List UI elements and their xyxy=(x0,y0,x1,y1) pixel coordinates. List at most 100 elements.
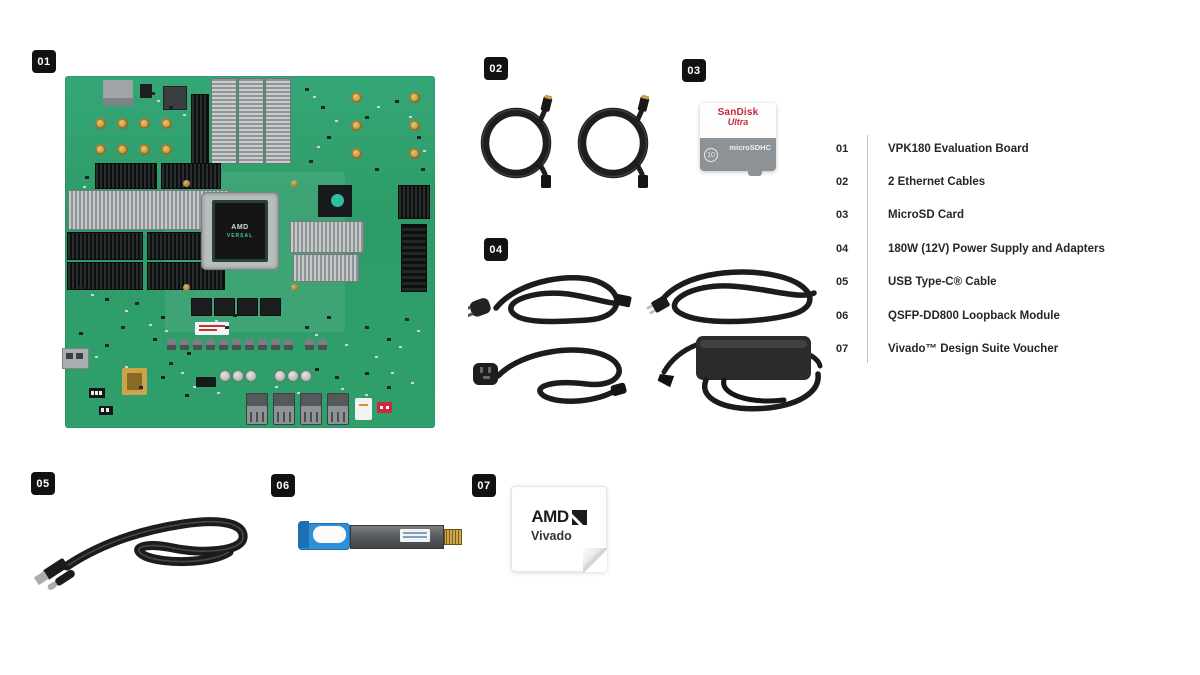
mosfet xyxy=(271,339,280,350)
dip-switch xyxy=(99,406,113,415)
item-badge-01: 01 xyxy=(32,50,56,73)
ethernet-cable-1 xyxy=(480,94,553,188)
sma-connector xyxy=(409,92,420,103)
versal-die: AMD VERSAL xyxy=(212,200,268,262)
ddr-chip xyxy=(191,298,212,316)
legend-row-05: 05 USB Type-C® Cable xyxy=(836,266,1176,299)
mosfet xyxy=(245,339,254,350)
dip-ic xyxy=(196,377,216,387)
legend-row-07: 07 Vivado™ Design Suite Voucher xyxy=(836,332,1176,365)
chip-brand-text: AMD xyxy=(231,223,249,231)
capacitor xyxy=(275,371,285,381)
mounting-hole xyxy=(183,284,190,291)
legend-row-06: 06 QSFP-DD800 Loopback Module xyxy=(836,299,1176,332)
pmod-connector xyxy=(327,393,349,425)
ddr-chip xyxy=(260,298,281,316)
vivado-product-text: Vivado xyxy=(531,529,572,543)
sma-connector xyxy=(161,144,172,155)
microsd-card-photo: SanDisk Ultra 10 microSDHC xyxy=(700,103,776,176)
sma-connector xyxy=(139,144,150,155)
item-badge-02: 02 xyxy=(484,57,508,80)
qsfp-cage-1 xyxy=(211,78,237,164)
power-brick xyxy=(657,336,823,412)
qsfp-label-window xyxy=(313,526,346,543)
amd-logo: AMD xyxy=(531,507,587,527)
mosfet xyxy=(232,339,241,350)
sma-connector xyxy=(409,120,420,131)
qsfp-cage-3 xyxy=(265,78,291,164)
mosfet xyxy=(318,339,327,350)
ethernet-cables-photo xyxy=(476,94,666,195)
qsfp-pull-tab xyxy=(298,521,309,548)
legend-num: 04 xyxy=(836,242,849,255)
smd-components-light xyxy=(65,76,68,78)
legend-num: 01 xyxy=(836,142,849,155)
capacitor xyxy=(288,371,298,381)
item-badge-07: 07 xyxy=(472,474,496,497)
mosfet xyxy=(219,339,228,350)
pmod-connector xyxy=(273,393,295,425)
dip-switch xyxy=(89,388,105,398)
legend-label: MicroSD Card xyxy=(888,209,965,222)
heatsink-black xyxy=(161,163,221,189)
heatsink-silver xyxy=(290,221,364,253)
right-connector xyxy=(398,185,430,219)
mosfet xyxy=(167,339,176,350)
mosfet xyxy=(284,339,293,350)
legend-label: VPK180 Evaluation Board xyxy=(888,142,1029,155)
sma-connector xyxy=(351,92,362,103)
mosfet xyxy=(258,339,267,350)
legend-num: 03 xyxy=(836,209,849,222)
gold-chip xyxy=(122,368,147,395)
sma-connector xyxy=(95,144,106,155)
amd-arrow-icon xyxy=(571,509,587,525)
legend-num: 05 xyxy=(836,276,849,289)
white-component xyxy=(355,398,372,420)
teal-button xyxy=(331,194,344,207)
power-jack xyxy=(140,84,152,98)
vpk180-board-photo: AMD VERSAL xyxy=(62,76,435,428)
sd-speed-class: 10 xyxy=(704,148,718,162)
sma-connector xyxy=(139,118,150,129)
legend-label: QSFP-DD800 Loopback Module xyxy=(888,309,1060,322)
pmod-connector xyxy=(246,393,268,425)
vivado-voucher-photo: AMD Vivado xyxy=(511,486,607,572)
legend-label: 180W (12V) Power Supply and Adapters xyxy=(888,242,1105,255)
versal-chip: AMD VERSAL xyxy=(202,193,278,269)
mounting-hole xyxy=(183,180,190,187)
sd-body: 10 microSDHC xyxy=(700,138,776,171)
heatsink-silver xyxy=(293,254,359,282)
sd-logo-text: microSDHC xyxy=(729,143,771,152)
legend-row-01: 01 VPK180 Evaluation Board xyxy=(836,132,1176,165)
qsfp-cage-2 xyxy=(238,78,264,164)
capacitor xyxy=(233,371,243,381)
sma-connector xyxy=(95,118,106,129)
ddr-chip xyxy=(237,298,258,316)
usb-connectors xyxy=(33,558,75,590)
sma-connector xyxy=(161,118,172,129)
qsfp-loopback-photo xyxy=(298,521,468,552)
sd-label-area: SanDisk Ultra xyxy=(700,103,776,138)
item-badge-03: 03 xyxy=(682,59,706,82)
mosfet xyxy=(180,339,189,350)
sd-brand-text: SanDisk xyxy=(717,107,759,118)
mosfet xyxy=(305,339,314,350)
legend-divider xyxy=(867,135,868,363)
mounting-hole xyxy=(291,284,298,291)
black-module xyxy=(191,94,209,164)
power-supply-photo xyxy=(462,262,833,422)
capacitor xyxy=(220,371,230,381)
heatsink-black xyxy=(67,232,143,260)
sfp-cage xyxy=(62,348,89,369)
ddr-chip xyxy=(214,298,235,316)
power-cord-uk xyxy=(473,347,627,404)
capacitor xyxy=(301,371,311,381)
amd-logo-text: AMD xyxy=(531,507,569,526)
item-badge-05: 05 xyxy=(31,472,55,495)
ethernet-cable-2 xyxy=(577,94,650,188)
heatsink-black xyxy=(95,163,157,189)
red-dip-switch xyxy=(377,402,392,413)
item-badge-06: 06 xyxy=(271,474,295,497)
legend-num: 06 xyxy=(836,309,849,322)
legend-label: Vivado™ Design Suite Voucher xyxy=(888,343,1059,356)
